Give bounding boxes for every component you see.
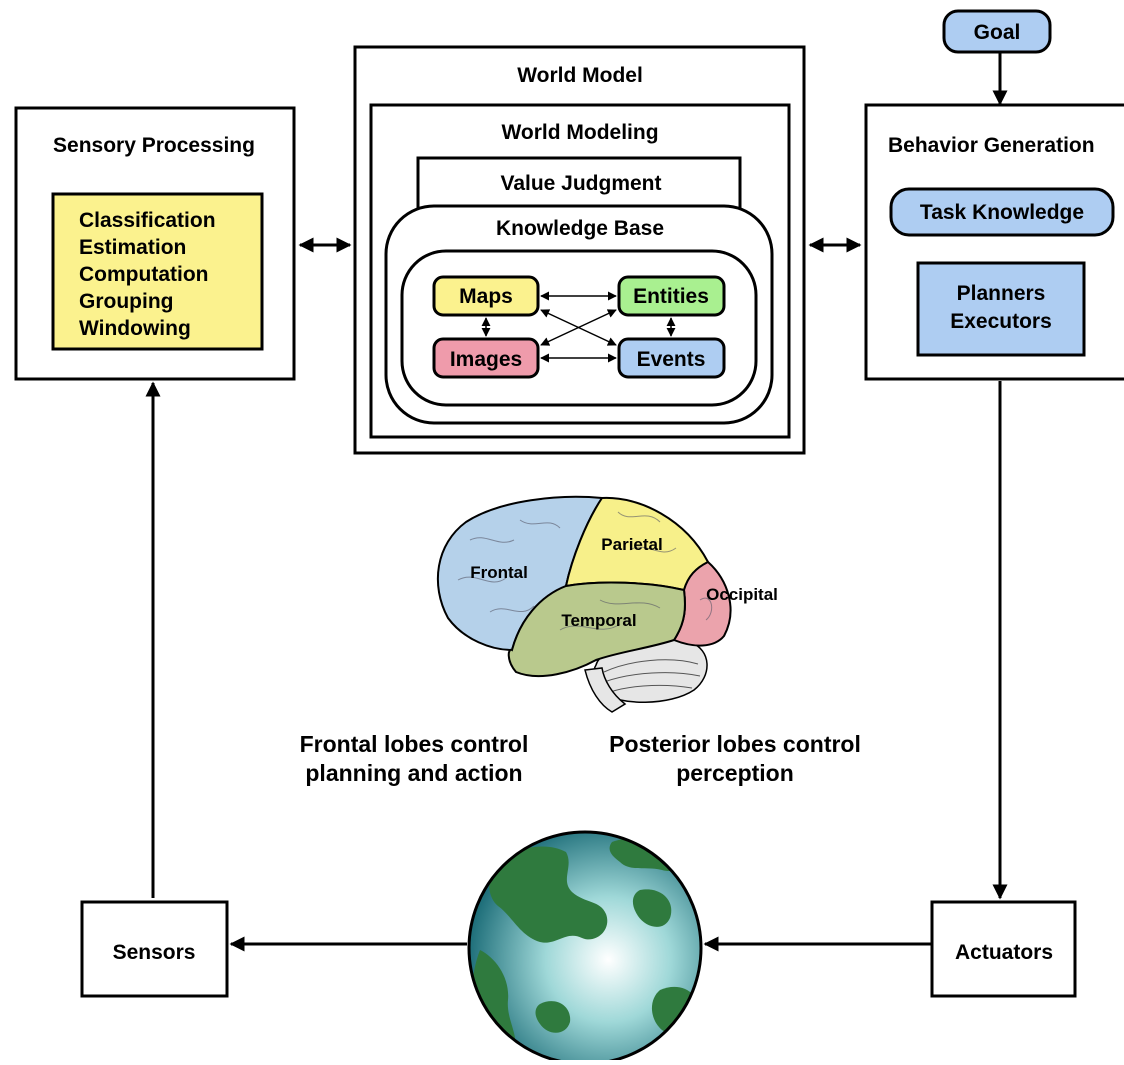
- posterior-caption-line2: perception: [676, 760, 794, 786]
- behavior-generation-box: Behavior Generation Task Knowledge Plann…: [864, 103, 1124, 381]
- function-windowing: Windowing: [79, 317, 191, 340]
- executors-label: Executors: [950, 310, 1052, 333]
- frontal-caption-line2: planning and action: [305, 760, 522, 786]
- behavior-generation-title: Behavior Generation: [888, 134, 1095, 157]
- task-knowledge-node: [889, 187, 1115, 237]
- sensory-processing-box: Sensory Processing Classification Estima…: [14, 106, 296, 381]
- temporal-label: Temporal: [561, 611, 636, 630]
- maps-node: [432, 275, 540, 317]
- world-model-title: World Model: [517, 64, 643, 87]
- world-model-box: World Model World Modeling Value Judgmen…: [353, 45, 806, 455]
- temporal-lobe-region: [507, 581, 686, 678]
- brain-illustration: Frontal Parietal Occipital Temporal: [436, 495, 778, 713]
- occipital-label: Occipital: [706, 585, 778, 604]
- planners-label: Planners: [957, 282, 1046, 305]
- world-globe: [467, 830, 703, 1065]
- function-grouping: Grouping: [79, 290, 173, 313]
- function-estimation: Estimation: [79, 236, 186, 259]
- brainstem-region: [584, 667, 627, 713]
- maps-label: Maps: [459, 285, 513, 308]
- posterior-caption-line1: Posterior lobes control: [609, 731, 861, 757]
- value-judgment-label: Value Judgment: [500, 172, 661, 195]
- task-knowledge-label: Task Knowledge: [920, 201, 1084, 224]
- goal-shape: [942, 9, 1052, 54]
- entities-node: [617, 275, 726, 317]
- images-entities-connector: [540, 309, 617, 346]
- entities-label: Entities: [633, 285, 709, 308]
- images-label: Images: [450, 348, 522, 371]
- events-label: Events: [637, 348, 706, 371]
- function-classification: Classification: [79, 209, 216, 232]
- function-computation: Computation: [79, 263, 208, 286]
- knowledge-base-title: Knowledge Base: [496, 217, 664, 240]
- parietal-label: Parietal: [601, 535, 662, 554]
- goal-node: Goal: [942, 9, 1052, 54]
- world-modeling-title: World Modeling: [501, 121, 658, 144]
- sensors-label: Sensors: [113, 941, 196, 964]
- goal-label: Goal: [974, 21, 1021, 44]
- sensory-functions-box: [51, 192, 264, 351]
- events-node: [617, 337, 726, 379]
- actuators-box: Actuators: [930, 900, 1077, 998]
- sensors-box: Sensors: [80, 900, 229, 998]
- frontal-caption-line1: Frontal lobes control: [300, 731, 529, 757]
- frontal-label: Frontal: [470, 563, 528, 582]
- actuators-label: Actuators: [955, 941, 1053, 964]
- sensory-processing-title: Sensory Processing: [53, 134, 255, 157]
- images-node: [432, 337, 540, 379]
- planners-executors-node: [916, 261, 1086, 357]
